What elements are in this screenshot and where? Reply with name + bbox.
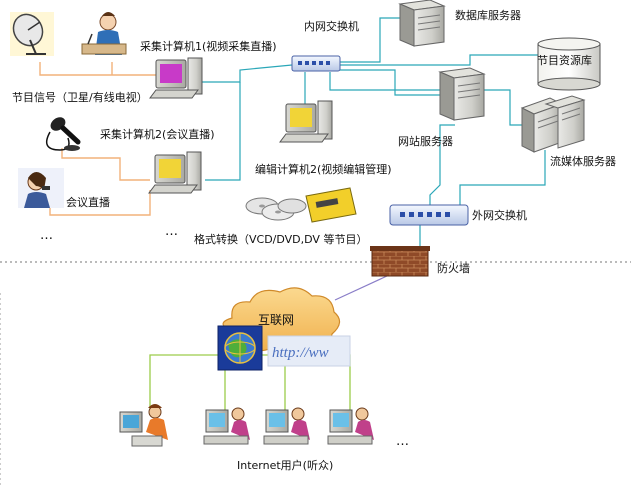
program-library-label: 节目资源库 xyxy=(537,54,592,67)
conference-live-label: 会议直播 xyxy=(66,196,110,209)
link-stream-extswitch xyxy=(459,150,546,205)
web-server-icon xyxy=(438,67,486,121)
link-web-extswitch xyxy=(429,124,455,205)
link-capture2-switch xyxy=(205,82,241,181)
capture-computer-2 xyxy=(148,151,202,194)
link-capture1-switch xyxy=(200,64,293,83)
program-signal-label: 节目信号（卫星/有线电视） xyxy=(12,91,148,104)
links-intranet xyxy=(200,17,546,250)
capture-pc2-label: 采集计算机2(会议直播) xyxy=(100,128,215,141)
streaming-server-icon xyxy=(520,95,586,153)
internet-users-label: Internet用户(听众) xyxy=(237,459,334,472)
link-stream-switch xyxy=(329,72,525,126)
firewall-label: 防火墙 xyxy=(437,262,470,275)
intranet-switch-label: 内网交换机 xyxy=(304,20,359,33)
links-capture xyxy=(39,62,160,216)
disc-stack-icon xyxy=(245,197,307,221)
user-workstation-3 xyxy=(263,407,310,445)
ellipsis-users: … xyxy=(396,434,410,449)
link-mic-capture2 xyxy=(61,148,150,181)
link-db-switch xyxy=(340,17,400,63)
link-signal-capture1 xyxy=(39,62,160,76)
format-convert-label: 格式转换（VCD/DVD,DV 等节目） xyxy=(194,233,368,246)
user-workstation-4 xyxy=(327,407,374,445)
db-server-label: 数据库服务器 xyxy=(455,9,521,22)
extranet-switch-icon xyxy=(389,204,469,226)
firewall-icon xyxy=(370,246,430,277)
edit-computer-2 xyxy=(279,100,333,143)
capture-computer-1 xyxy=(149,57,203,99)
dv-player-icon xyxy=(305,187,357,223)
globe-icon xyxy=(217,325,263,371)
link-web-switch xyxy=(340,69,442,96)
streaming-server-label: 流媒体服务器 xyxy=(550,155,616,168)
http-banner-text: http://ww xyxy=(272,345,329,361)
link-internet-user1 xyxy=(149,340,226,415)
microphone-icon xyxy=(45,117,81,151)
link-library-switch xyxy=(340,54,540,66)
satellite-dish-icon xyxy=(10,12,54,56)
internet-label: 互联网 xyxy=(258,313,294,327)
speaker-person-icon xyxy=(18,168,64,208)
ellipsis-left: … xyxy=(40,228,54,243)
announcer-icon xyxy=(81,12,127,55)
web-server-label: 网站服务器 xyxy=(398,135,453,148)
capture-pc1-label: 采集计算机1(视频采集直播) xyxy=(140,40,277,53)
link-conference-capture2 xyxy=(49,190,151,216)
http-banner-icon xyxy=(267,335,351,367)
extranet-switch-label: 外网交换机 xyxy=(472,209,527,222)
user-workstation-1 xyxy=(119,404,168,447)
database-server-icon xyxy=(398,0,446,47)
edit-pc2-label: 编辑计算机2(视频编辑管理) xyxy=(255,163,392,176)
ellipsis-mid: … xyxy=(165,224,179,239)
intranet-switch-icon xyxy=(291,55,341,72)
user-workstation-2 xyxy=(203,407,250,445)
program-library-icon xyxy=(537,37,601,91)
